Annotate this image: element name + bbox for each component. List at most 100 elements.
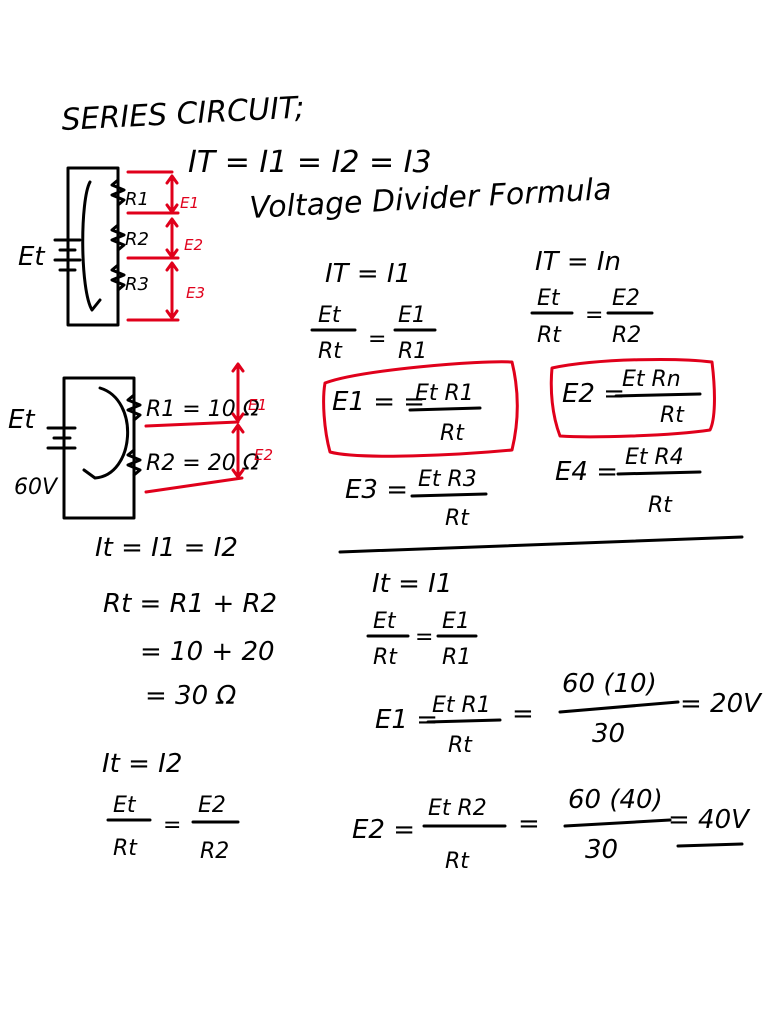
frac-numerator: Et — [373, 609, 397, 634]
frac-denominator: Rt — [373, 645, 398, 670]
boxed-e1-lhs: E1 = = — [332, 387, 425, 417]
equals-sign: = — [512, 699, 534, 729]
frac-numerator: E2 — [198, 793, 226, 818]
heading: SERIES CIRCUIT; — [61, 90, 306, 138]
resistor-r3-symbol — [110, 263, 126, 292]
e3-drop-arrow — [165, 261, 179, 320]
e2-drop-arrow — [165, 217, 179, 259]
divider-line — [338, 535, 744, 554]
frac-numerator: Et R4 — [625, 445, 684, 470]
frac-denominator: Rt — [448, 733, 473, 758]
circuit-1-resistor-r3: R3 — [125, 274, 149, 295]
frac-denominator: R2 — [612, 323, 641, 348]
boxed-e1-formula-highlight — [322, 360, 519, 458]
fraction-bar — [616, 470, 702, 476]
circuit-2-loop — [62, 376, 136, 520]
circuit-1-loop — [66, 166, 120, 327]
equals-sign: = — [415, 625, 433, 650]
current-arrow-1 — [81, 180, 102, 312]
circuit-2-resistor-r1: R1 = 10 Ω — [146, 397, 260, 422]
frac-denominator: Rt — [537, 323, 562, 348]
e2-lhs: E2 = — [352, 815, 415, 845]
e3-lhs: E3 = — [345, 475, 408, 505]
subheading: Voltage Divider Formula — [249, 172, 613, 226]
result-underline — [676, 842, 744, 848]
left-work-line2: Rt = R1 + R2 — [103, 589, 277, 619]
circuit-1-drop-arrows: E1 E2 E3 — [126, 170, 205, 322]
calc-denominator: 30 — [585, 835, 618, 865]
frac-denominator: Rt — [440, 421, 465, 446]
e1-drop-arrow-2 — [231, 362, 245, 423]
circuit-1: Et R1 R2 R3 — [18, 166, 149, 327]
fraction-bar — [558, 700, 680, 714]
frac-numerator: E2 — [612, 286, 640, 311]
frac-denominator: Rt — [445, 849, 470, 874]
resistor-r1-symbol-2 — [126, 393, 142, 422]
circuit-2-drop-e1: E1 — [248, 396, 267, 414]
circuit-2-drop-e2: E2 — [254, 446, 273, 464]
frac-denominator: R1 — [442, 645, 471, 670]
derivation-left: IT = I1 Et Rt = E1 R1 E1 = = Et R1 Rt E3… — [310, 259, 488, 531]
equals-sign: = — [163, 813, 181, 838]
circuit-1-drop-e1: E1 — [180, 194, 199, 212]
fraction-bar — [408, 406, 482, 412]
circuit-2-drop-arrows: E1 E2 — [144, 362, 273, 494]
e2-result: = 40V — [668, 805, 751, 835]
resistor-r2-symbol — [110, 223, 126, 252]
e4-lhs: E4 = — [555, 457, 618, 487]
circuit-1-source-label: Et — [18, 242, 45, 272]
battery-2-symbol — [46, 426, 77, 450]
fraction-bar — [614, 392, 702, 398]
current-arrow-2 — [82, 386, 130, 480]
fraction-bar — [563, 818, 672, 828]
calc-denominator: 30 — [592, 719, 625, 749]
circuit-1-drop-e3: E3 — [186, 284, 205, 302]
circuit-2: Et 60V R1 = 10 Ω R2 = 20 Ω — [8, 376, 260, 520]
frac-numerator: Et R2 — [428, 796, 487, 821]
left-work-line5: It = I2 — [102, 749, 182, 779]
resistor-r2-symbol-2 — [126, 448, 142, 477]
left-work: It = I1 = I2 Rt = R1 + R2 = 10 + 20 = 30… — [95, 533, 277, 864]
derivation-right-it: IT = In — [535, 247, 621, 277]
frac-numerator: Et R3 — [418, 467, 477, 492]
frac-numerator: E1 — [398, 303, 426, 328]
e1-result: = 20V — [680, 689, 763, 719]
battery-1-symbol — [53, 238, 82, 272]
frac-numerator: Et — [537, 286, 561, 311]
circuit-1-drop-e2: E2 — [184, 236, 203, 254]
frac-numerator: Et R1 — [432, 693, 491, 718]
circuit-2-source-value: 60V — [14, 475, 59, 500]
derivation-left-it: IT = I1 — [325, 259, 411, 289]
frac-numerator: Et — [113, 793, 137, 818]
circuit-1-resistor-r2: R2 — [125, 229, 149, 250]
calc-numerator: 60 (10) — [562, 669, 657, 699]
e2-drop-arrow-2 — [231, 423, 245, 479]
e1-lhs: E1 = — [375, 705, 438, 735]
resistor-r1-symbol — [110, 178, 126, 207]
frac-denominator: Rt — [660, 403, 685, 428]
left-work-line4: = 30 Ω — [145, 681, 236, 711]
right-work-line1: It = I1 — [372, 569, 452, 599]
frac-numerator: Et Rn — [622, 367, 681, 392]
circuit-1-resistor-r1: R1 — [125, 189, 149, 210]
frac-denominator: Rt — [648, 493, 673, 518]
drop-leader-lines-2 — [144, 420, 244, 494]
right-work: It = I1 Et Rt = E1 R1 E1 = Et R1 Rt = 60… — [352, 569, 763, 874]
e1-drop-arrow — [165, 174, 179, 214]
left-work-line3: = 10 + 20 — [140, 637, 275, 667]
calc-numerator: 60 (40) — [568, 785, 663, 815]
boxed-e2-lhs: E2 = — [562, 379, 625, 409]
frac-denominator: Rt — [318, 339, 343, 364]
left-work-line1: It = I1 = I2 — [95, 533, 238, 563]
equals-sign: = — [368, 327, 386, 352]
frac-denominator: Rt — [113, 836, 138, 861]
derivation-right: IT = In Et Rt = E2 R2 E2 = Et Rn Rt E4 =… — [530, 247, 702, 518]
current-law: IT = I1 = I2 = I3 — [188, 145, 432, 180]
frac-numerator: Et R1 — [415, 381, 474, 406]
frac-denominator: R2 — [200, 839, 229, 864]
frac-numerator: E1 — [442, 609, 470, 634]
frac-denominator: Rt — [445, 506, 470, 531]
fraction-bar — [426, 718, 502, 724]
boxed-e2-formula-highlight — [549, 358, 716, 439]
